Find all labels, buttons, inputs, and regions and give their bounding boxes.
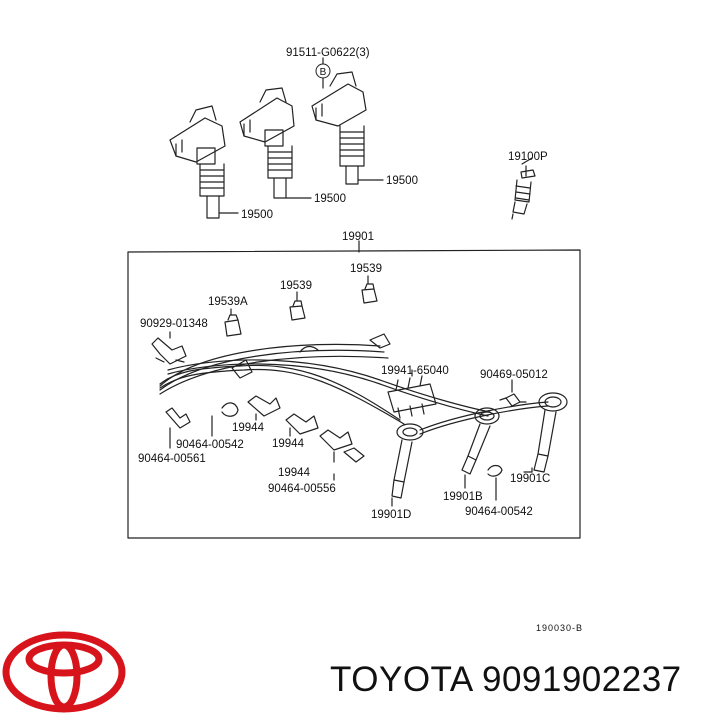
ignition-coil-left — [169, 105, 239, 219]
ignition-coil-middle — [239, 87, 312, 199]
callout-19901c: 19901C — [510, 473, 550, 485]
b-marker: B — [320, 67, 327, 78]
callout-19941-65040: 19941-65040 — [381, 365, 449, 377]
clip-90464-00556 — [333, 447, 365, 481]
clip-90464-00542-left — [211, 402, 239, 437]
b-marker-circle — [315, 63, 331, 79]
bracket-90929 — [151, 331, 187, 365]
clip-19944-b — [285, 413, 319, 437]
callout-19901: 19901 — [342, 231, 374, 243]
callout-19500-middle: 19500 — [314, 193, 346, 205]
boot-19539-top — [361, 283, 378, 304]
callout-19901d: 19901D — [371, 509, 411, 521]
callout-19944-a: 19944 — [232, 422, 265, 434]
callout-19100p: 19100P — [508, 151, 548, 163]
callout-90929-01348: 90929-01348 — [140, 318, 208, 330]
wire-bundle — [159, 333, 549, 435]
callout-19901b: 19901B — [443, 491, 483, 503]
brand-name: TOYOTA — [330, 660, 472, 699]
clip-90464-00561 — [165, 407, 191, 449]
brand-part-label: TOYOTA 9091902237 — [330, 660, 682, 700]
callout-19539a: 19539A — [208, 296, 248, 308]
kit-boundary-box — [127, 249, 581, 539]
callout-90464-00561: 90464-00561 — [138, 453, 206, 465]
clip-19944-a — [247, 395, 281, 421]
diagram-reference-code: 190030-B — [536, 623, 583, 633]
callout-91511-g0622: 91511-G0622(3) — [286, 47, 370, 59]
boot-19539-mid — [289, 300, 306, 321]
plug-cap-19901d — [391, 423, 424, 499]
callout-19944-b: 19944 — [272, 438, 305, 450]
callout-19539-mid: 19539 — [280, 280, 312, 292]
callout-19500-left: 19500 — [241, 209, 273, 221]
toyota-logo-icon — [2, 631, 126, 713]
callout-90464-00556: 90464-00556 — [268, 483, 336, 495]
separator-19941 — [387, 369, 437, 419]
callout-19944-c: 19944 — [278, 467, 311, 479]
ignition-coil-right — [311, 71, 384, 185]
part-number: 9091902237 — [481, 660, 682, 699]
spark-plug — [511, 157, 536, 220]
clip-90464-00542-right — [487, 464, 503, 501]
clamp-90469 — [499, 379, 527, 407]
clip-19944-c — [319, 429, 353, 463]
callout-19500-right: 19500 — [386, 175, 418, 187]
callout-90464-00542-right: 90464-00542 — [465, 506, 533, 518]
callout-90464-00542-left: 90464-00542 — [176, 439, 244, 451]
callout-19539-top: 19539 — [350, 263, 382, 275]
callout-90469-05012: 90469-05012 — [480, 369, 548, 381]
plug-cap-19901c — [523, 392, 568, 473]
boot-19539a — [224, 314, 242, 337]
plug-cap-19901b — [461, 407, 500, 475]
